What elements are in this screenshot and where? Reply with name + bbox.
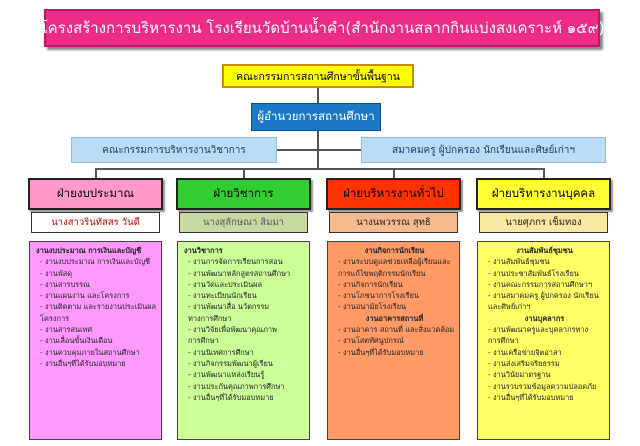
dept-budget: ฝ่ายงบประมาณ xyxy=(28,178,163,210)
task-item: - งานสัมพันธ์ชุมชน xyxy=(488,257,550,267)
task-item: - งานกิจกรรมพัฒนาผู้เรียน xyxy=(188,358,273,368)
task-item: - งานสารบรรณ xyxy=(40,279,90,289)
task-item: การแก้ไขพฤติกรรมนักเรียน xyxy=(338,268,426,278)
task-list-academic: งานวิชาการ- งานการจัดการเรียนการสอน- งาน… xyxy=(177,241,310,440)
task-item: - งานอื่นๆที่ได้รับมอบหมาย xyxy=(188,392,274,402)
dept-head-general: นางนพวรรณ สุทธิ xyxy=(329,212,458,233)
task-item: - งานรวบรวมข้อมูลความปลอดภัย xyxy=(488,381,597,391)
task-item: - งานควบคุมภายในสถานศึกษา xyxy=(40,347,140,357)
dept-head-budget: นางสาวรินทัสสร วันดี xyxy=(31,212,160,233)
task-item: - งานอนามัยโรงเรียน xyxy=(338,302,407,312)
connector-col4 xyxy=(543,168,545,178)
dept-academic: ฝ่ายวิชาการ xyxy=(176,178,311,210)
task-item: - งานโสตทัศนูปกรณ์ xyxy=(338,336,404,346)
task-item: - งานสารสนเทศ xyxy=(40,325,93,335)
task-item: - งานแผนงาน และโครงการ xyxy=(40,291,130,301)
task-item: - งานอื่นๆที่ได้รับมอบหมาย xyxy=(488,392,574,402)
task-item: - งานพัฒนาแหล่งเรียนรู้ xyxy=(188,370,265,380)
task-item: - งานนิเทศการศึกษา xyxy=(188,347,254,357)
task-list-general: งานกิจการนักเรียน - งานระบบดูแลช่วยเหลือผ… xyxy=(327,241,460,440)
task-item: - งานประกันคุณภาพการศึกษา xyxy=(188,381,285,391)
task-item: และศิษย์เก่าฯ xyxy=(488,302,531,312)
connector-col1 xyxy=(95,168,97,178)
task-item: - งานวิจัยเพื่อพัฒนาคุณภาพ xyxy=(188,325,277,335)
dept-head-academic: นางสุลักษณา สิมมา xyxy=(179,212,308,233)
task-item: - งานพัสดุ xyxy=(40,268,73,278)
task-item: - งานวัดและประเมินผล xyxy=(188,279,262,289)
academic-board-box: คณะกรรมการบริหารงานวิชาการ xyxy=(71,137,277,163)
dept-general: ฝ่ายบริหารงานทั่วไป xyxy=(326,178,461,210)
task-section-title: งานกิจการนักเรียน xyxy=(364,246,425,255)
association-box: สมาคมครู ผู้ปกครอง นักเรียนและศิษย์เก่าฯ xyxy=(361,137,606,163)
task-item: - งานคณะกรรมการสถานศึกษาฯ xyxy=(488,279,593,289)
task-item: - งานอาคาร สถานที่ และสิ่งแวดล้อม xyxy=(338,325,455,335)
task-list-personnel: งานสัมพันธ์ชุมชน - งานสัมพันธ์ชุมชน- งานป… xyxy=(477,241,610,440)
task-item: ทางการศึกษา xyxy=(188,313,232,323)
task-item: - งานเครือข่ายจิตอาสา xyxy=(488,347,562,357)
task-item: - งานติดตาม และรายงานประเมินผล xyxy=(40,302,157,312)
task-item: - งานพัฒนาหลักสูตรสถานศึกษา xyxy=(188,268,291,278)
task-item: - งานงบประมาณ การเงินและบัญชี xyxy=(40,257,151,267)
connector-board-director xyxy=(317,88,319,103)
connector-col2 xyxy=(243,168,245,178)
task-section-title: งานสัมพันธ์ชุมชน xyxy=(516,246,573,255)
task-item: - งานเลื่อนขั้นเงินเดือน xyxy=(40,336,113,346)
task-section-title: งานบุคลากร xyxy=(524,313,565,323)
director-box: ผู้อำนวยการสถานศึกษา xyxy=(251,103,381,131)
task-section-title: งานงบประมาณ การเงินและบัญชี xyxy=(36,246,142,255)
task-item: - งานระบบดูแลช่วยเหลือผู้เรียนและ xyxy=(338,257,451,267)
task-item: - งานพัฒนาครูและบุคลากรทาง xyxy=(488,325,589,335)
task-item: - งานส่งเสริมจริยธรรม xyxy=(488,358,560,368)
task-item: - งานสมาคมครู ผู้ปกครอง นักเรียน xyxy=(488,291,599,301)
task-section-title: งานวิชาการ xyxy=(184,246,223,255)
task-item: การศึกษา xyxy=(488,336,519,346)
task-item: - งานกิจการนักเรียน xyxy=(338,279,403,289)
task-item: โครงการ xyxy=(40,313,70,323)
dept-head-personnel: นายศุภกร เข็มทอง xyxy=(479,212,608,233)
task-item: - งานประชาสัมพันธ์โรงเรียน xyxy=(488,268,579,278)
task-item: - งานอื่นๆที่ได้รับมอบหมาย xyxy=(40,358,126,368)
task-item: - งานอื่นๆที่ได้รับมอบหมาย xyxy=(338,347,424,357)
task-section-title: งานอาคารสถานที่ xyxy=(365,313,424,323)
task-item: - งานโภชนาการโรงเรียน xyxy=(338,291,419,301)
task-item: - งานวินัยมาตรฐาน xyxy=(488,370,551,380)
task-list-budget: งานงบประมาณ การเงินและบัญชี - งานงบประมาณ… xyxy=(29,241,162,440)
chart-title: โครงสร้างการบริหารงาน โรงเรียนวัดบ้านน้ำ… xyxy=(40,9,604,47)
connector-side-branch xyxy=(277,149,361,151)
board-box: คณะกรรมการสถานศึกษาขั้นพื้นฐาน xyxy=(222,64,414,88)
task-item: - งานพัฒนาสื่อ นวัตกรรม xyxy=(188,302,270,312)
dept-personnel: ฝ่ายบริหารงานบุคคล xyxy=(476,178,611,210)
task-item: - งานการจัดการเรียนการสอน xyxy=(188,257,283,267)
connector-col3 xyxy=(393,168,395,178)
task-item: - งานทะเบียนนักเรียน xyxy=(188,291,257,301)
connector-horizontal-bus xyxy=(95,168,545,170)
task-item: การศึกษา xyxy=(188,336,219,346)
